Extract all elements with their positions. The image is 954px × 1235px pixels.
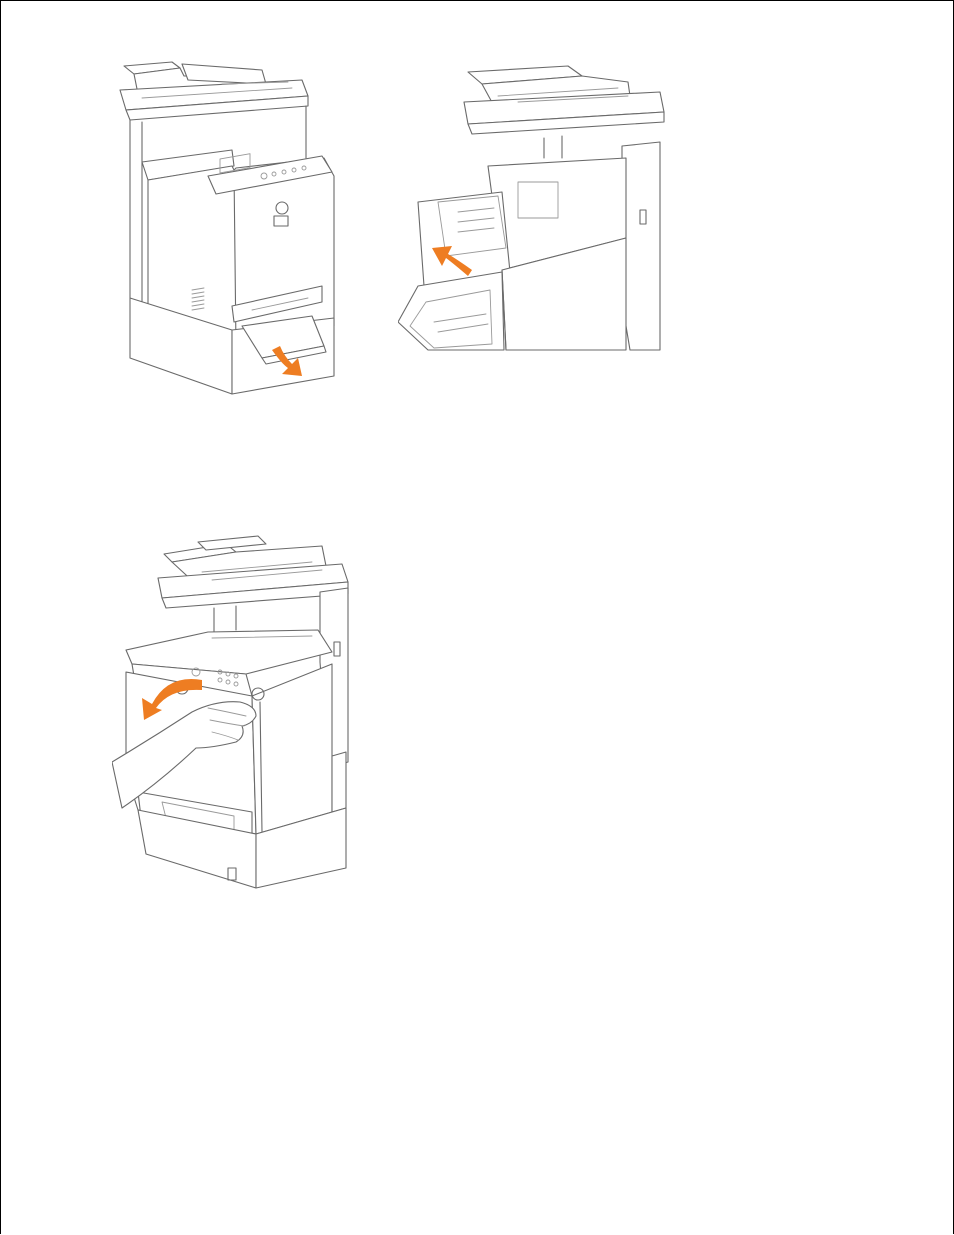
printer-close-cover-svg bbox=[112, 512, 362, 892]
printer-paper-removal-svg bbox=[112, 58, 344, 398]
printer-close-front-cover-illustration bbox=[112, 512, 362, 892]
printer-open-cover-svg bbox=[398, 62, 672, 352]
printer-open-front-cover-illustration bbox=[398, 62, 672, 352]
printer-paper-removal-illustration bbox=[112, 58, 344, 398]
